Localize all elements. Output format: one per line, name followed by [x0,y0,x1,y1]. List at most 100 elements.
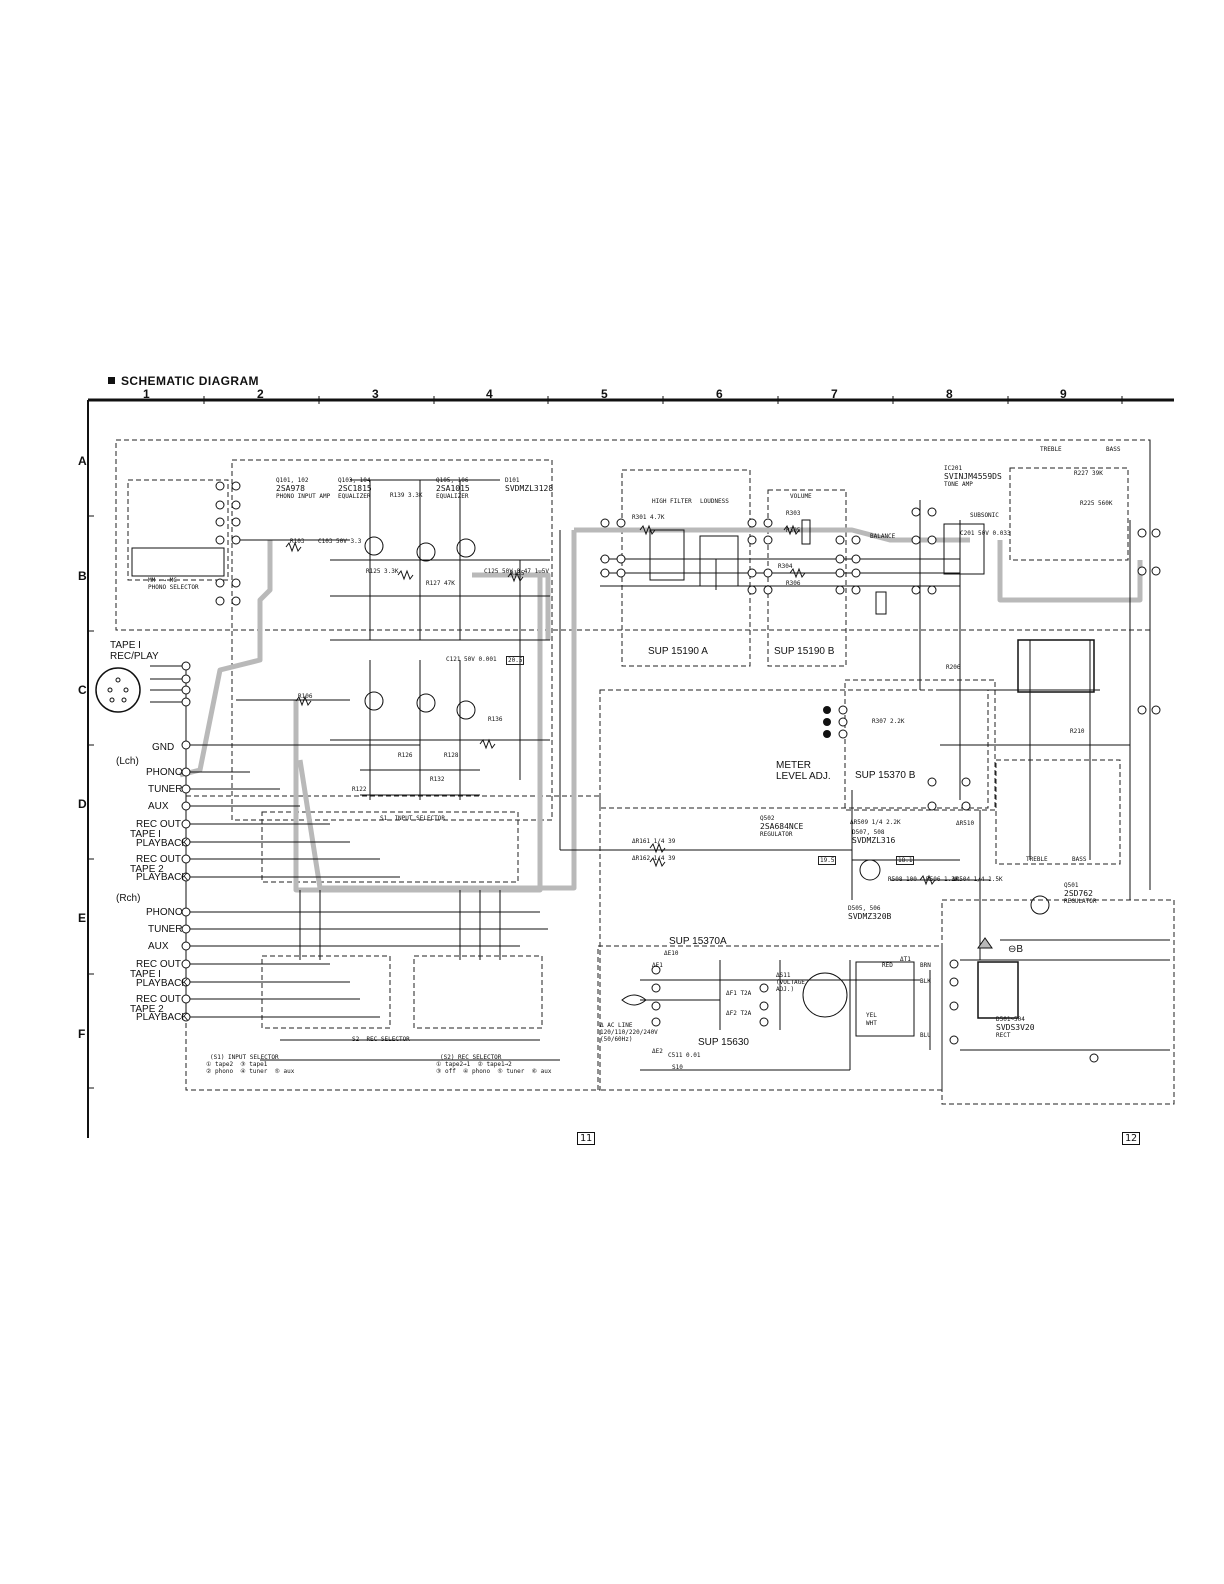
lch-tape2-playback-label: PLAYBACK [136,872,189,883]
lch-tape2-recout-label: REC OUT [136,854,181,865]
r210-label: R210 [1070,728,1085,735]
r139-label: R139 3.3K [390,492,423,499]
block-label-sup15370a: SUP 15370A [669,936,727,947]
rch-tape1-playback-label: PLAYBACK [136,978,189,989]
rch-tape2-playback-label: PLAYBACK [136,1012,189,1023]
q105-ref: Q105, 106 [436,477,469,484]
grid-row-f: F [78,1027,86,1041]
d501-part: SVDS3V20 [996,1023,1035,1032]
component-symbols [95,519,1095,1037]
rch-label: (Rch) [116,893,141,904]
t1-label: ΔT1 [900,956,911,963]
s1-legend: (S1) INPUT SELECTOR [210,1054,279,1061]
d501-ref: D501~504 [996,1016,1025,1023]
grid-col-3: 3 [372,387,379,401]
d501-func: RECT [996,1032,1011,1039]
tape1-recplay-label: TAPE I REC/PLAY [110,640,159,662]
r508-label: R508 100 [888,876,917,883]
voltage-tag-181: 18.1 [896,856,915,865]
page-title: SCHEMATIC DIAGRAM [108,374,259,388]
page-number-11: 11 [577,1132,596,1145]
circuit-wires [150,440,1170,1071]
rch-tuner-label: TUNER [148,924,183,935]
grid-row-d: D [78,797,87,811]
c103-label: C103 50V 3.3 [318,538,362,545]
wire-wht-label: WHT [866,1020,877,1027]
rch-tape1-label: TAPE I [130,969,161,980]
grid-col-4: 4 [486,387,493,401]
f2-label: ΔF2 T2A [726,1010,752,1017]
rec-selector-label: S2 REC SELECTOR [352,1036,410,1043]
grid-col-2: 2 [257,387,264,401]
bullet-square-icon [108,377,115,384]
r126-label: R126 [398,752,413,759]
ic201-part: SVINJM4559DS [944,472,1002,481]
q501-part: 2SD762 [1064,889,1093,898]
input-selector-label: S1 INPUT SELECTOR [380,815,446,822]
block-label-sup15630: SUP 15630 [698,1037,749,1048]
r135-label: R135 [510,570,525,577]
rch-aux-label: AUX [148,941,169,952]
gnd-label: GND [152,742,175,753]
lch-tape1-playback-label: PLAYBACK [136,838,189,849]
treble-label-bottom: TREBLE [1026,856,1048,863]
grid-col-6: 6 [716,387,723,401]
subsonic-label: SUBSONIC [970,512,999,519]
c125-label: C125 50V 0.47 1.5V [484,568,550,575]
q105-part: 2SA1015 [436,484,470,493]
loudness-label: LOUDNESS [700,498,729,505]
wire-blk-label: BLK [920,978,931,985]
r506-label: R506 1.3K [926,876,959,883]
q105-func: EQUALIZER [436,493,469,500]
s1-options: ① tape2 ③ tape1 ② phono ④ tuner ⑤ aux [206,1061,295,1075]
meter-level-adj-label: METER LEVEL ADJ. [776,760,831,782]
d101-ref: D101 [505,477,520,484]
e1-label: ΔE1 [652,962,663,969]
s10-label: S10 [672,1064,683,1071]
s2-options: ① tape2→1 ② tape1→2 ③ off ④ phono ⑤ tune… [436,1061,552,1075]
q502-func: REGULATOR [760,831,793,838]
q502-part: 2SA684NCE [760,822,804,831]
rch-tape1-recout-label: REC OUT [136,959,181,970]
bass-label-bottom: BASS [1072,856,1087,863]
e2-label: ΔE2 [652,1048,663,1055]
grid-row-a: A [78,454,87,468]
c201-label: C201 50V 0.033 [960,530,1011,537]
r136-label: R136 [488,716,503,723]
r301-label: R301 4.7K [632,514,665,521]
ac-line-label: Δ AC LINE 120/110/220/240V (50/60Hz) [600,1022,658,1043]
voltage-adj-label: ΔS11 (VOLTAGE ADJ.) [776,972,805,993]
r162-label: ΔR162 1/4 39 [632,855,676,862]
lch-tape1-recout-label: REC OUT [136,819,181,830]
d507-ref: D507, 508 [852,829,885,836]
treble-label-top: TREBLE [1040,446,1062,453]
wire-blu-label: BLU [920,1032,931,1039]
grid-col-7: 7 [831,387,838,401]
c121-label: C121 50V 0.001 [446,656,497,663]
r161-label: ΔR161 1/4 39 [632,838,676,845]
grid-col-5: 5 [601,387,608,401]
voltage-tag-205: 20.5 [506,656,525,665]
r103-label: R103 [290,538,305,545]
bass-label-top: BASS [1106,446,1121,453]
lch-label: (Lch) [116,756,139,767]
block-label-sup15190a: SUP 15190 A [648,646,708,657]
rch-tape2-recout-label: REC OUT [136,994,181,1005]
r305-label: R305 [786,527,801,534]
c511-label: C511 0.01 [668,1052,701,1059]
grid-col-1: 1 [143,387,150,401]
lch-phono-label: PHONO [146,767,183,778]
meter-terminals [823,706,831,738]
mm-mc-label: MM ←→ MC [148,577,177,584]
volume-label: VOLUME [790,493,812,500]
lch-tape1-label: TAPE I [130,829,161,840]
q103-func: EQUALIZER [338,493,371,500]
lch-aux-label: AUX [148,801,169,812]
grid-col-8: 8 [946,387,953,401]
wire-brn-label: BRN [920,962,931,969]
block-label-sup15190b: SUP 15190 B [774,646,835,657]
q103-part: 2SC1815 [338,484,372,493]
phono-selector-label: PHONO SELECTOR [148,584,199,591]
connector-nodes [181,481,1161,1063]
